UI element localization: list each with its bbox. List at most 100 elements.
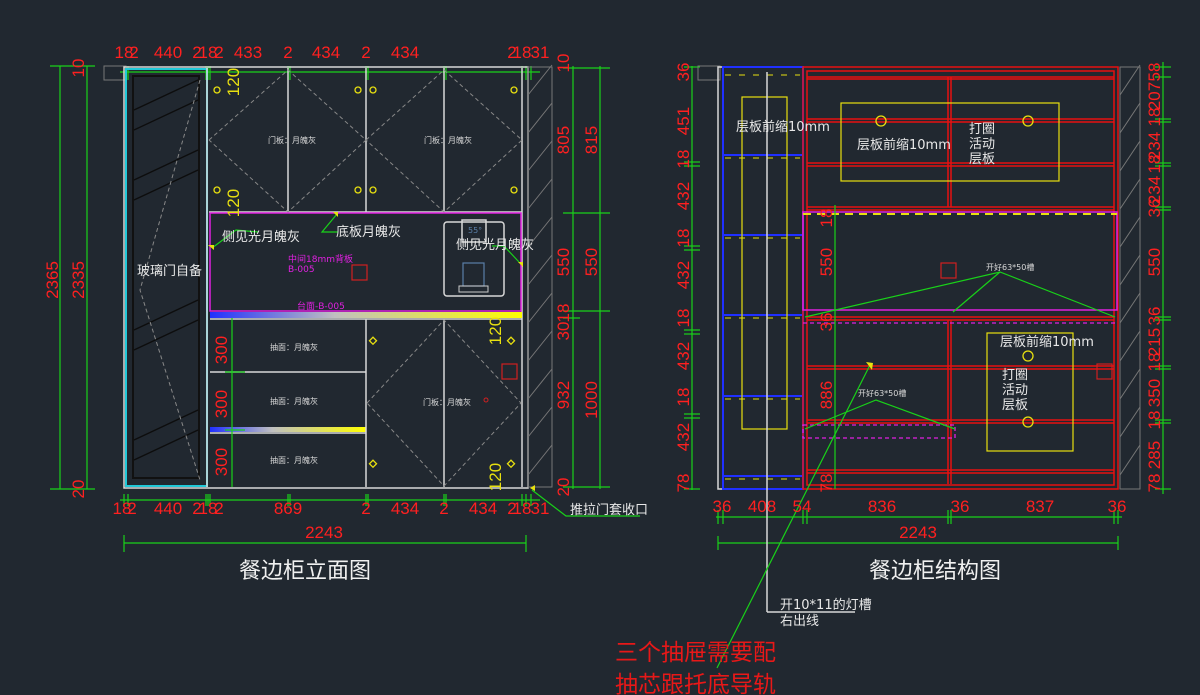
right-dim-label: 18 (1145, 353, 1164, 372)
right-dim-label: 10 (554, 54, 573, 73)
adjustable-shelf-label: 打圈 (969, 122, 995, 137)
left-dim-label: 18 (674, 309, 693, 328)
top-dim-label: 18 (115, 43, 134, 62)
bottom-dim-label: 2 (439, 499, 448, 518)
right-dim-label: 30 (554, 322, 573, 341)
hinge-dim: 120 (224, 189, 243, 217)
bottom-dim-label: 36 (1108, 497, 1127, 516)
socket-icon (1096, 363, 1113, 380)
bottom-dim-label: 54 (793, 497, 812, 516)
door-swing-lines-upper (208, 69, 523, 213)
bottom-dim-label: 408 (748, 497, 776, 516)
countertop-led-strip (210, 312, 522, 318)
bottom-dim-label: 869 (274, 499, 302, 518)
left-dim-label: 432 (674, 182, 693, 210)
bottom-dim-label: 2 (214, 499, 223, 518)
bottom-dim-label: 2 (192, 499, 201, 518)
elevation-view (50, 64, 640, 552)
drawer-dim: 300 (212, 448, 231, 476)
right-dim-label: 815 (582, 126, 601, 154)
adjustable-shelf-label: 打圈 (1002, 368, 1028, 383)
left-dim-label: 18 (674, 229, 693, 248)
overall-width-label: 2243 (899, 523, 937, 542)
right-dim-label: 78 (1145, 474, 1164, 493)
groove-label: 开好63*50槽 (986, 262, 1034, 272)
adjustable-shelf-zone (741, 96, 788, 430)
inner-dim-label: 550 (817, 248, 836, 276)
socket-icon (501, 363, 518, 380)
right-dim-label: 550 (582, 248, 601, 276)
hinge-dim: 120 (486, 317, 505, 345)
adjustable-shelf-label: 活动 (1002, 383, 1028, 398)
shelf-setback-label: 层板前缩10mm (736, 119, 830, 135)
shelf-setback-label: 层板前缩10mm (1000, 334, 1094, 350)
right-dim-label: 18 (1145, 155, 1164, 174)
open-niche (802, 211, 1118, 311)
bottom-dim-label: 440 (154, 499, 182, 518)
top-dim-label: 2 (507, 43, 516, 62)
hinge-dim: 120 (224, 68, 243, 96)
socket-icon (940, 262, 957, 279)
bottom-dim-label: 836 (868, 497, 896, 516)
top-dim-label: 2 (283, 43, 292, 62)
bottom-dim-label: 31 (531, 499, 550, 518)
right-dim-label: 350 (1145, 379, 1164, 407)
inner-dim-label: 18 (817, 209, 836, 228)
right-dim-label: 285 (1145, 441, 1164, 469)
structure-title: 餐边柜结构图 (869, 559, 1001, 584)
right-dim-label: 234 (1145, 176, 1164, 204)
drawer-label: 抽面：月魄灰 (270, 342, 318, 352)
hinge-marks (213, 86, 518, 469)
right-dim-label: 18 (554, 304, 573, 323)
bottom-gap-dim: 20 (69, 480, 88, 499)
top-dim-label: 18 (199, 43, 218, 62)
top-dim-label: 2 (361, 43, 370, 62)
top-dim-label: 31 (531, 43, 550, 62)
left-dim-label: 432 (674, 342, 693, 370)
left-dim-label: 18 (674, 388, 693, 407)
bottom-dim-label: 434 (469, 499, 497, 518)
drawer-label: 抽面：月魄灰 (270, 396, 318, 406)
adjustable-shelf-label: 层板 (969, 152, 995, 167)
door-label: 门板：月魄灰 (268, 135, 316, 145)
light-groove-note: 开10*11的灯槽 (780, 597, 872, 613)
left-dim-label: 451 (674, 107, 693, 135)
bottom-dim-label: 2 (361, 499, 370, 518)
adjustable-shelf-label: 层板 (1002, 398, 1028, 413)
left-dim-label: 18 (674, 150, 693, 169)
wall-cap (103, 65, 127, 81)
right-dim-label: 18 (1145, 411, 1164, 430)
backboard-label: 中间18mm背板 (288, 253, 353, 265)
right-dim-label: 1000 (582, 381, 601, 419)
drawer-dim: 300 (212, 336, 231, 364)
bottom-dim-label: 18 (199, 499, 218, 518)
glass-door-label: 玻璃门自备 (137, 263, 202, 279)
door-label: 门板：月魄灰 (424, 135, 472, 145)
top-dim-label: 434 (391, 43, 419, 62)
top-dim-label: 2 (192, 43, 201, 62)
top-dim-label: 2 (129, 43, 138, 62)
bottom-dim-label: 36 (951, 497, 970, 516)
top-dim-label: 18 (513, 43, 532, 62)
door-swing-line (139, 79, 201, 481)
leader-lines (716, 271, 1116, 669)
drawer-label: 抽面：月魄灰 (270, 455, 318, 465)
backboard-code: B-005 (288, 265, 315, 275)
main-carcass (802, 66, 1119, 490)
right-dim-label: 234 (1145, 132, 1164, 160)
bottom-dim-label: 18 (113, 499, 132, 518)
bottom-panel-label: 底板月魄灰 (336, 224, 401, 240)
right-dim-label: 207 (1145, 82, 1164, 110)
side-panel-label: 侧见光月魄灰 (456, 237, 534, 253)
top-dim-label: 440 (154, 43, 182, 62)
left-dim-label: 432 (674, 423, 693, 451)
drawer-led-strip (210, 427, 366, 432)
left-dim-label: 432 (674, 261, 693, 289)
door-label: 门板：月魄灰 (423, 397, 471, 407)
right-dim-label: 805 (554, 126, 573, 154)
adjustable-shelf-upper (840, 102, 1060, 182)
left-dim-label: 78 (674, 474, 693, 493)
bottom-dim-label: 36 (713, 497, 732, 516)
right-dim-label: 550 (1145, 248, 1164, 276)
bottom-dim-label: 18 (513, 499, 532, 518)
